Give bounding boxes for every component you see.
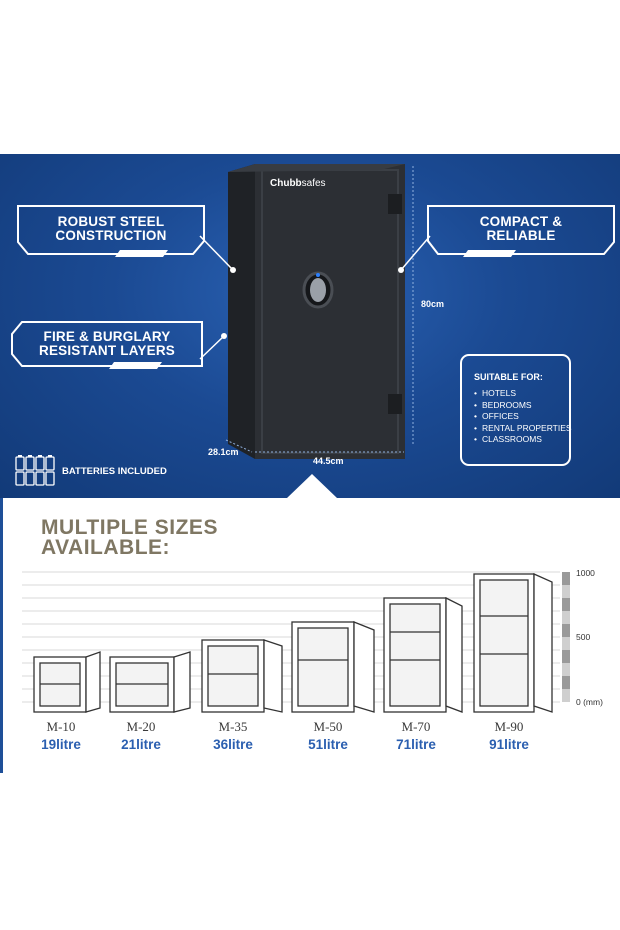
- sizes-title-line: MULTIPLE SIZES: [41, 516, 218, 539]
- suitable-list: HOTELS BEDROOMS OFFICES RENTAL PROPERTIE…: [474, 388, 572, 446]
- safe-m70: [383, 596, 463, 713]
- callout-line: FIRE & BURGLARY: [43, 329, 171, 344]
- callout-robust-steel: ROBUST STEEL CONSTRUCTION: [17, 205, 205, 264]
- safe-m90: [473, 572, 553, 713]
- brand-logo: Chubbsafes: [270, 178, 326, 189]
- list-item: HOTELS: [474, 388, 572, 400]
- left-accent-strip: [0, 498, 3, 773]
- safe-illustration: [199, 164, 431, 459]
- suitable-for-box: SUITABLE FOR: HOTELS BEDROOMS OFFICES RE…: [460, 354, 572, 466]
- hinge-bottom: [388, 394, 402, 414]
- model-label: M-10: [46, 719, 76, 734]
- list-item: BEDROOMS: [474, 400, 572, 412]
- model-label: M-35: [218, 719, 248, 734]
- callout-compact-reliable: COMPACT & RELIABLE: [427, 205, 615, 264]
- callout-line: CONSTRUCTION: [55, 228, 167, 243]
- dimension-width: 44.5cm: [313, 456, 344, 466]
- batteries-label: BATTERIES INCLUDED: [62, 466, 167, 477]
- callout-line: RELIABLE: [486, 228, 556, 243]
- list-item: OFFICES: [474, 411, 572, 423]
- safe-m20: [109, 651, 191, 713]
- suitable-title: SUITABLE FOR:: [474, 372, 543, 382]
- model-label: M-20: [126, 719, 156, 734]
- divider-notch: [287, 474, 337, 498]
- batteries-icon: [15, 455, 55, 486]
- callout-line: ROBUST STEEL: [57, 214, 165, 229]
- model-label: M-70: [401, 719, 431, 734]
- litre-label: 91litre: [489, 737, 529, 752]
- callout-fire-burglary: FIRE & BURGLARY RESISTANT LAYERS: [11, 321, 203, 380]
- safe-m50: [291, 621, 375, 713]
- litre-label: 36litre: [213, 737, 253, 752]
- model-label: M-90: [494, 719, 524, 734]
- model-label: M-50: [313, 719, 343, 734]
- litre-label: 21litre: [121, 737, 161, 752]
- hero-banner: Chubbsafes ROBUST STEEL CONSTRUCTION FIR…: [0, 154, 620, 498]
- scale-label-500: 500: [576, 632, 591, 642]
- list-item: CLASSROOMS: [474, 434, 572, 446]
- sizes-title: MULTIPLE SIZES AVAILABLE:: [41, 516, 218, 559]
- scale-label-0: 0 (mm): [576, 697, 603, 707]
- scale-bar: [562, 572, 570, 702]
- sizes-title-line: AVAILABLE:: [41, 536, 171, 559]
- list-item: RENTAL PROPERTIES: [474, 423, 572, 435]
- litre-label: 51litre: [308, 737, 348, 752]
- scale-label-1000: 1000: [576, 568, 595, 578]
- callout-line: RESISTANT LAYERS: [39, 343, 175, 358]
- litre-label: 19litre: [41, 737, 81, 752]
- litre-label: 71litre: [396, 737, 436, 752]
- hinge-top: [388, 194, 402, 214]
- callout-line: COMPACT &: [479, 214, 563, 229]
- dimension-depth: 28.1cm: [208, 447, 239, 457]
- dimension-height: 80cm: [421, 299, 445, 309]
- safe-m10: [33, 651, 101, 713]
- safe-m35: [201, 639, 283, 713]
- size-comparison-graphic: [22, 571, 570, 713]
